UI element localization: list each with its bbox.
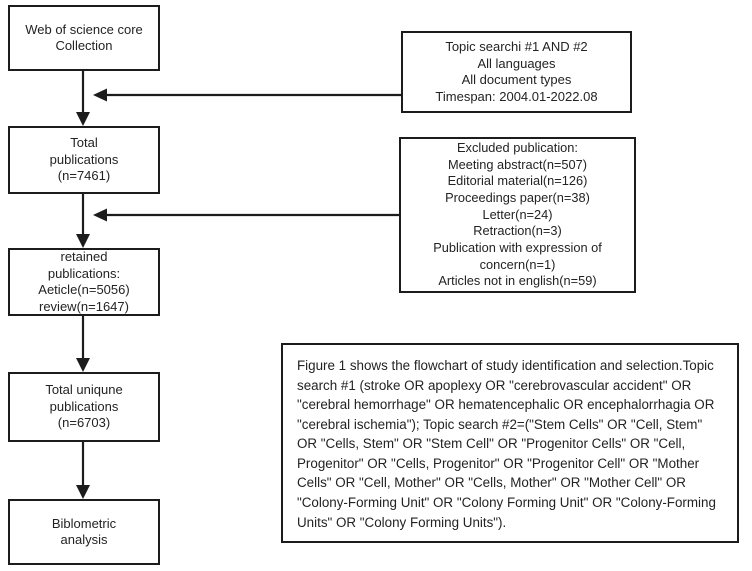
arrow-excluded-to-line bbox=[93, 208, 399, 222]
arrow-retained-to-unique bbox=[76, 316, 90, 372]
box-bibliometric-analysis: Biblometric analysis bbox=[8, 499, 160, 565]
arrow-source-to-total bbox=[76, 71, 90, 126]
box-retained-publications: retained publications: Aeticle(n=5056) r… bbox=[8, 248, 160, 316]
figure-caption-text: Figure 1 shows the flowchart of study id… bbox=[297, 358, 716, 530]
box-web-of-science-source: Web of science core Collection bbox=[8, 5, 160, 71]
box-search-criteria: Topic searchi #1 AND #2 All languages Al… bbox=[401, 31, 632, 113]
box-total-unique-publications: Total uniqune publications (n=6703) bbox=[8, 372, 160, 442]
box-total-publications: Total publications (n=7461) bbox=[8, 126, 160, 194]
box-excluded-publications: Excluded publication: Meeting abstract(n… bbox=[399, 137, 636, 293]
figure-caption-box: Figure 1 shows the flowchart of study id… bbox=[281, 343, 739, 543]
arrow-total-to-retained bbox=[76, 194, 90, 248]
arrow-criteria-to-line bbox=[93, 88, 401, 102]
arrow-unique-to-analysis bbox=[76, 442, 90, 499]
